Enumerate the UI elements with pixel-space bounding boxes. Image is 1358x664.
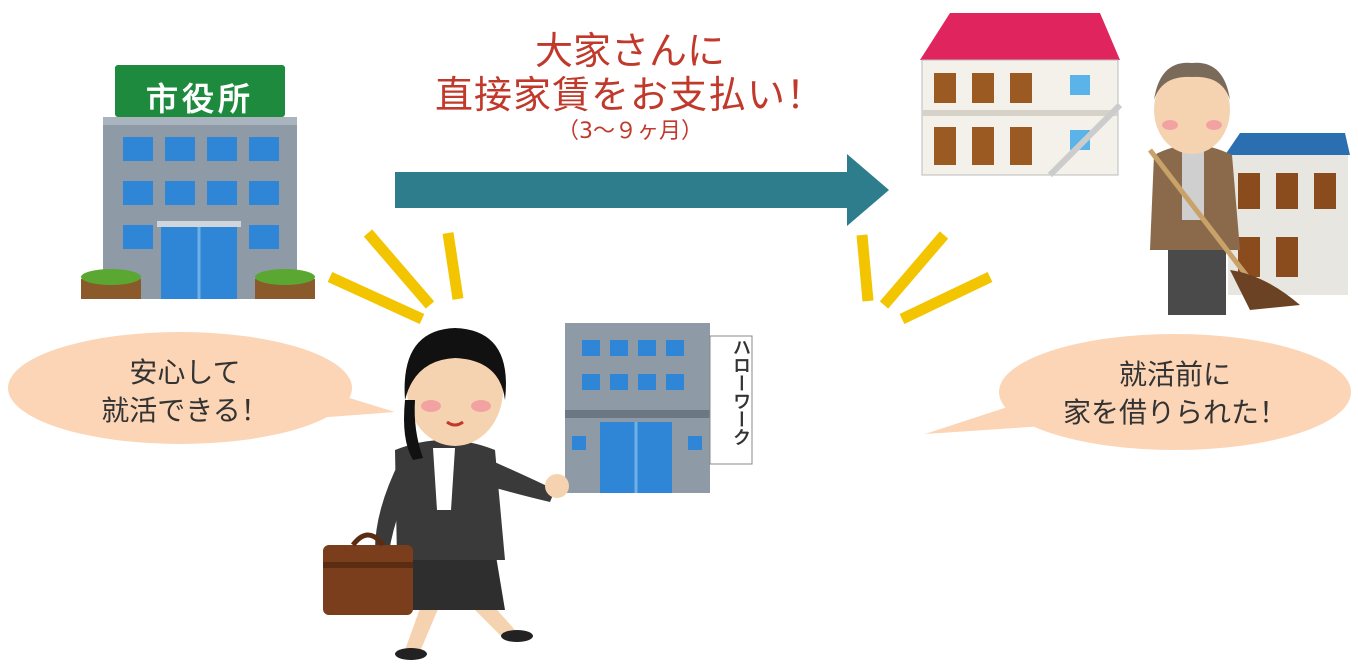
job-seeker-person: [323, 328, 569, 660]
landlord-person: [1148, 62, 1300, 315]
hello-work-sign-text: ハローワーク: [730, 338, 751, 446]
house-building: [1225, 133, 1350, 295]
left-bubble-line2: 就活できる！: [101, 393, 269, 427]
job-seeker-illustration: [323, 328, 569, 660]
payment-arrow: [395, 154, 889, 226]
right-bubble-line1: 就活前に: [1118, 358, 1231, 391]
landlord-illustration: [920, 13, 1350, 315]
apartment-building: [920, 13, 1123, 178]
city-hall-illustration: [81, 65, 315, 299]
left-speech-bubble: [8, 332, 395, 444]
arrow-caption: 大家さんに 直接家賃をお支払い！ （3～９ヶ月）: [390, 29, 870, 145]
city-hall-sign-text: 市役所: [145, 80, 254, 118]
right-speech-bubble: [925, 334, 1351, 450]
right-excitement-rays: [856, 231, 993, 324]
left-excitement-rays: [327, 229, 464, 325]
right-bubble-text: 就活前に 家を借りられた！: [1010, 356, 1340, 432]
city-hall-sign-board: [115, 65, 285, 117]
left-bubble-text: 安心して 就活できる！: [20, 354, 350, 430]
arrow-caption-line1: 大家さんに: [534, 29, 725, 73]
right-bubble-line2: 家を借りられた！: [1062, 395, 1287, 429]
hello-work-illustration: [565, 323, 753, 493]
briefcase-icon: [323, 545, 413, 615]
left-bubble-line1: 安心して: [129, 356, 241, 389]
arrow-caption-line3: （3～９ヶ月）: [557, 119, 703, 145]
arrow-caption-line2: 直接家賃をお支払い！: [434, 72, 825, 117]
